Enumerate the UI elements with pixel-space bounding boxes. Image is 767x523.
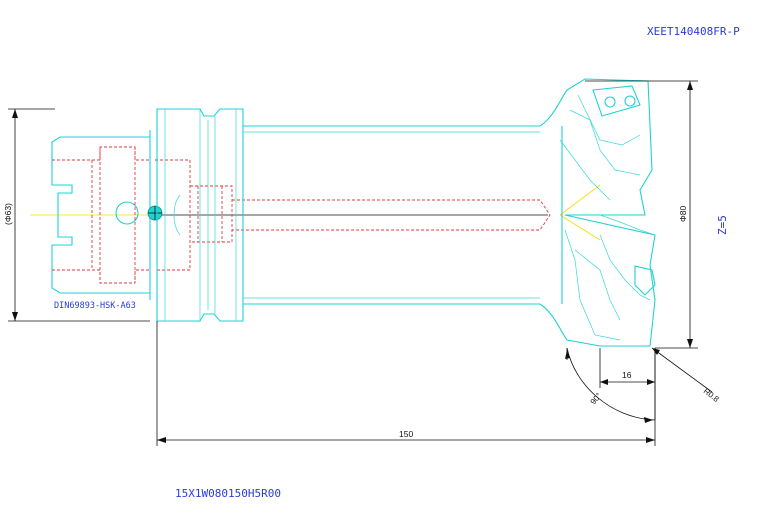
lead-angle-text: 90° [589,391,604,406]
hsk-shank: DIN69893-HSK-A63 [51,130,163,311]
shank-diameter-dim: (Φ63) [3,108,150,322]
insert-code: XEET140408FR-P [647,25,740,38]
corner-radius-text: R0.8 [702,386,721,404]
cutter-diameter-text: Φ80 [678,205,688,222]
tool-neck [243,125,540,305]
teeth-count: Z=5 [716,215,729,235]
holder-body [156,108,244,322]
overall-length-text: 150 [399,429,413,439]
cutter-head [539,78,656,347]
shank-standard-label: DIN69893-HSK-A63 [54,301,136,311]
corner-radius-dim: R0.8 [651,347,721,404]
lead-angle-dim: 90° [565,347,656,423]
overall-length-dim: 150 [156,321,656,446]
centerline [30,184,601,241]
cut-depth-dim: 16 [599,348,655,388]
shank-diameter-text: (Φ63) [3,203,13,225]
cutter-diameter-dim: Φ80 [585,80,698,349]
tool-code: 15X1W080150H5R00 [175,487,281,500]
hidden-bore [52,146,551,284]
cut-depth-text: 16 [622,370,632,380]
